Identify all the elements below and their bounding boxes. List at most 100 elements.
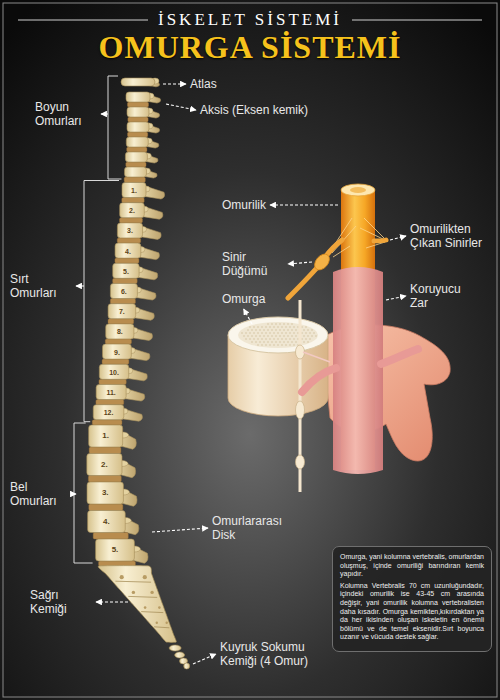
bone-speckle [307, 335, 309, 337]
bone-speckle [249, 338, 251, 340]
spinal-nerve [374, 240, 386, 241]
bone-speckle [305, 332, 307, 334]
bone-speckle [287, 329, 289, 331]
bone-speckle [291, 341, 293, 343]
bone-speckle [279, 341, 281, 343]
vertebra-body [124, 167, 146, 177]
part-label: Aksis (Eksen kemik) [200, 103, 308, 117]
bone-speckle [277, 326, 279, 328]
bone-speckle [271, 341, 273, 343]
bone-speckle [257, 332, 259, 334]
bone-speckle [279, 335, 281, 337]
part-label: Omurilikten Çıkan Sinirler [410, 222, 495, 250]
leader-arrow [96, 601, 128, 602]
vertebra-number: 5. [112, 546, 119, 554]
bone-speckle [263, 329, 265, 331]
bone-speckle [309, 332, 311, 334]
bone-speckle [303, 329, 305, 331]
group-label: Sırt Omurları [10, 272, 72, 300]
sacral-ridge [115, 581, 151, 582]
bone-speckle [305, 326, 307, 328]
bone-speckle [281, 338, 283, 340]
coccyx-segment [184, 663, 190, 669]
intervertebral-disc [108, 319, 134, 324]
bone-speckle [275, 335, 277, 337]
bone-speckle [263, 335, 265, 337]
bone-speckle [271, 335, 273, 337]
bone-speckle [261, 338, 263, 340]
intervertebral-disc [96, 400, 124, 405]
vertebra-number: 3. [127, 227, 133, 234]
vertebral-body-top [228, 317, 328, 353]
bone-speckle [281, 326, 283, 328]
intervertebral-disc [126, 162, 146, 167]
bone-speckle [267, 329, 269, 331]
frame [3, 3, 497, 697]
part-label: Omurilik [222, 198, 266, 212]
part-label: Koruyucu Zar [410, 282, 470, 310]
sacral-ridge [154, 627, 169, 628]
vertebra-body [127, 107, 149, 117]
bone-speckle [253, 326, 255, 328]
vertebra-body [127, 122, 149, 132]
vertebra-body [110, 284, 137, 299]
bone-speckle [261, 332, 263, 334]
bone-speckle [293, 326, 295, 328]
bone-speckle [261, 326, 263, 328]
header-rule [18, 20, 148, 21]
chain-ganglion [296, 455, 305, 469]
header-rule [352, 20, 482, 21]
bone-speckle [291, 329, 293, 331]
spine-illustration [87, 78, 190, 669]
bone-speckle [311, 335, 313, 337]
vertebra-body [89, 425, 123, 447]
vertebra-body [99, 364, 128, 379]
bone-speckle [313, 332, 315, 334]
bone-speckle [265, 326, 267, 328]
vertebra-body [96, 539, 135, 561]
part-label: Atlas [190, 77, 217, 91]
bone-speckle [267, 341, 269, 343]
intervertebral-disc [127, 147, 147, 152]
bone-speckle [285, 344, 287, 346]
bone-speckle [277, 344, 279, 346]
bone-speckle [257, 338, 259, 340]
intervertebral-disc [105, 339, 131, 344]
nerve-sleeve [302, 368, 336, 392]
bone-speckle [251, 329, 253, 331]
group-bracket [84, 181, 119, 422]
vertebra-number: 6. [121, 288, 127, 295]
bone-speckle [247, 329, 249, 331]
bone-speckle [257, 344, 259, 346]
intervertebral-disc [99, 379, 126, 384]
grey-matter [350, 187, 366, 193]
communicating-branch [303, 352, 330, 362]
leader-arrow [244, 309, 252, 324]
group-bracket [74, 423, 93, 563]
nerve-ganglion [312, 251, 333, 273]
part-label: Sinir Düğümü [222, 250, 284, 278]
vertebra-body [96, 385, 126, 400]
leader-arrow [163, 83, 186, 84]
vertebra-number: 5. [123, 267, 129, 274]
group-label: Bel Omurları [10, 480, 72, 508]
intervertebral-disc [102, 359, 129, 364]
part-label: Kuyruk Sokumu Kemiği (4 Omur) [220, 640, 320, 668]
vertebra-body [125, 152, 147, 162]
sacral-foramen [150, 591, 153, 594]
vertebra-body [121, 78, 155, 86]
coccyx-segment [169, 645, 181, 651]
bone-speckle [279, 329, 281, 331]
nerve-rootlet [360, 228, 385, 240]
cord-section [341, 184, 375, 196]
bone-speckle [259, 335, 261, 337]
bone-speckle [275, 341, 277, 343]
vertebra-body [122, 183, 146, 198]
bone-speckle [303, 341, 305, 343]
bone-speckle [315, 335, 317, 337]
vertebra-body [126, 137, 148, 147]
part-label: Omurga [222, 292, 265, 306]
vertebra-number: 1. [102, 432, 109, 440]
bone-speckle [307, 329, 309, 331]
